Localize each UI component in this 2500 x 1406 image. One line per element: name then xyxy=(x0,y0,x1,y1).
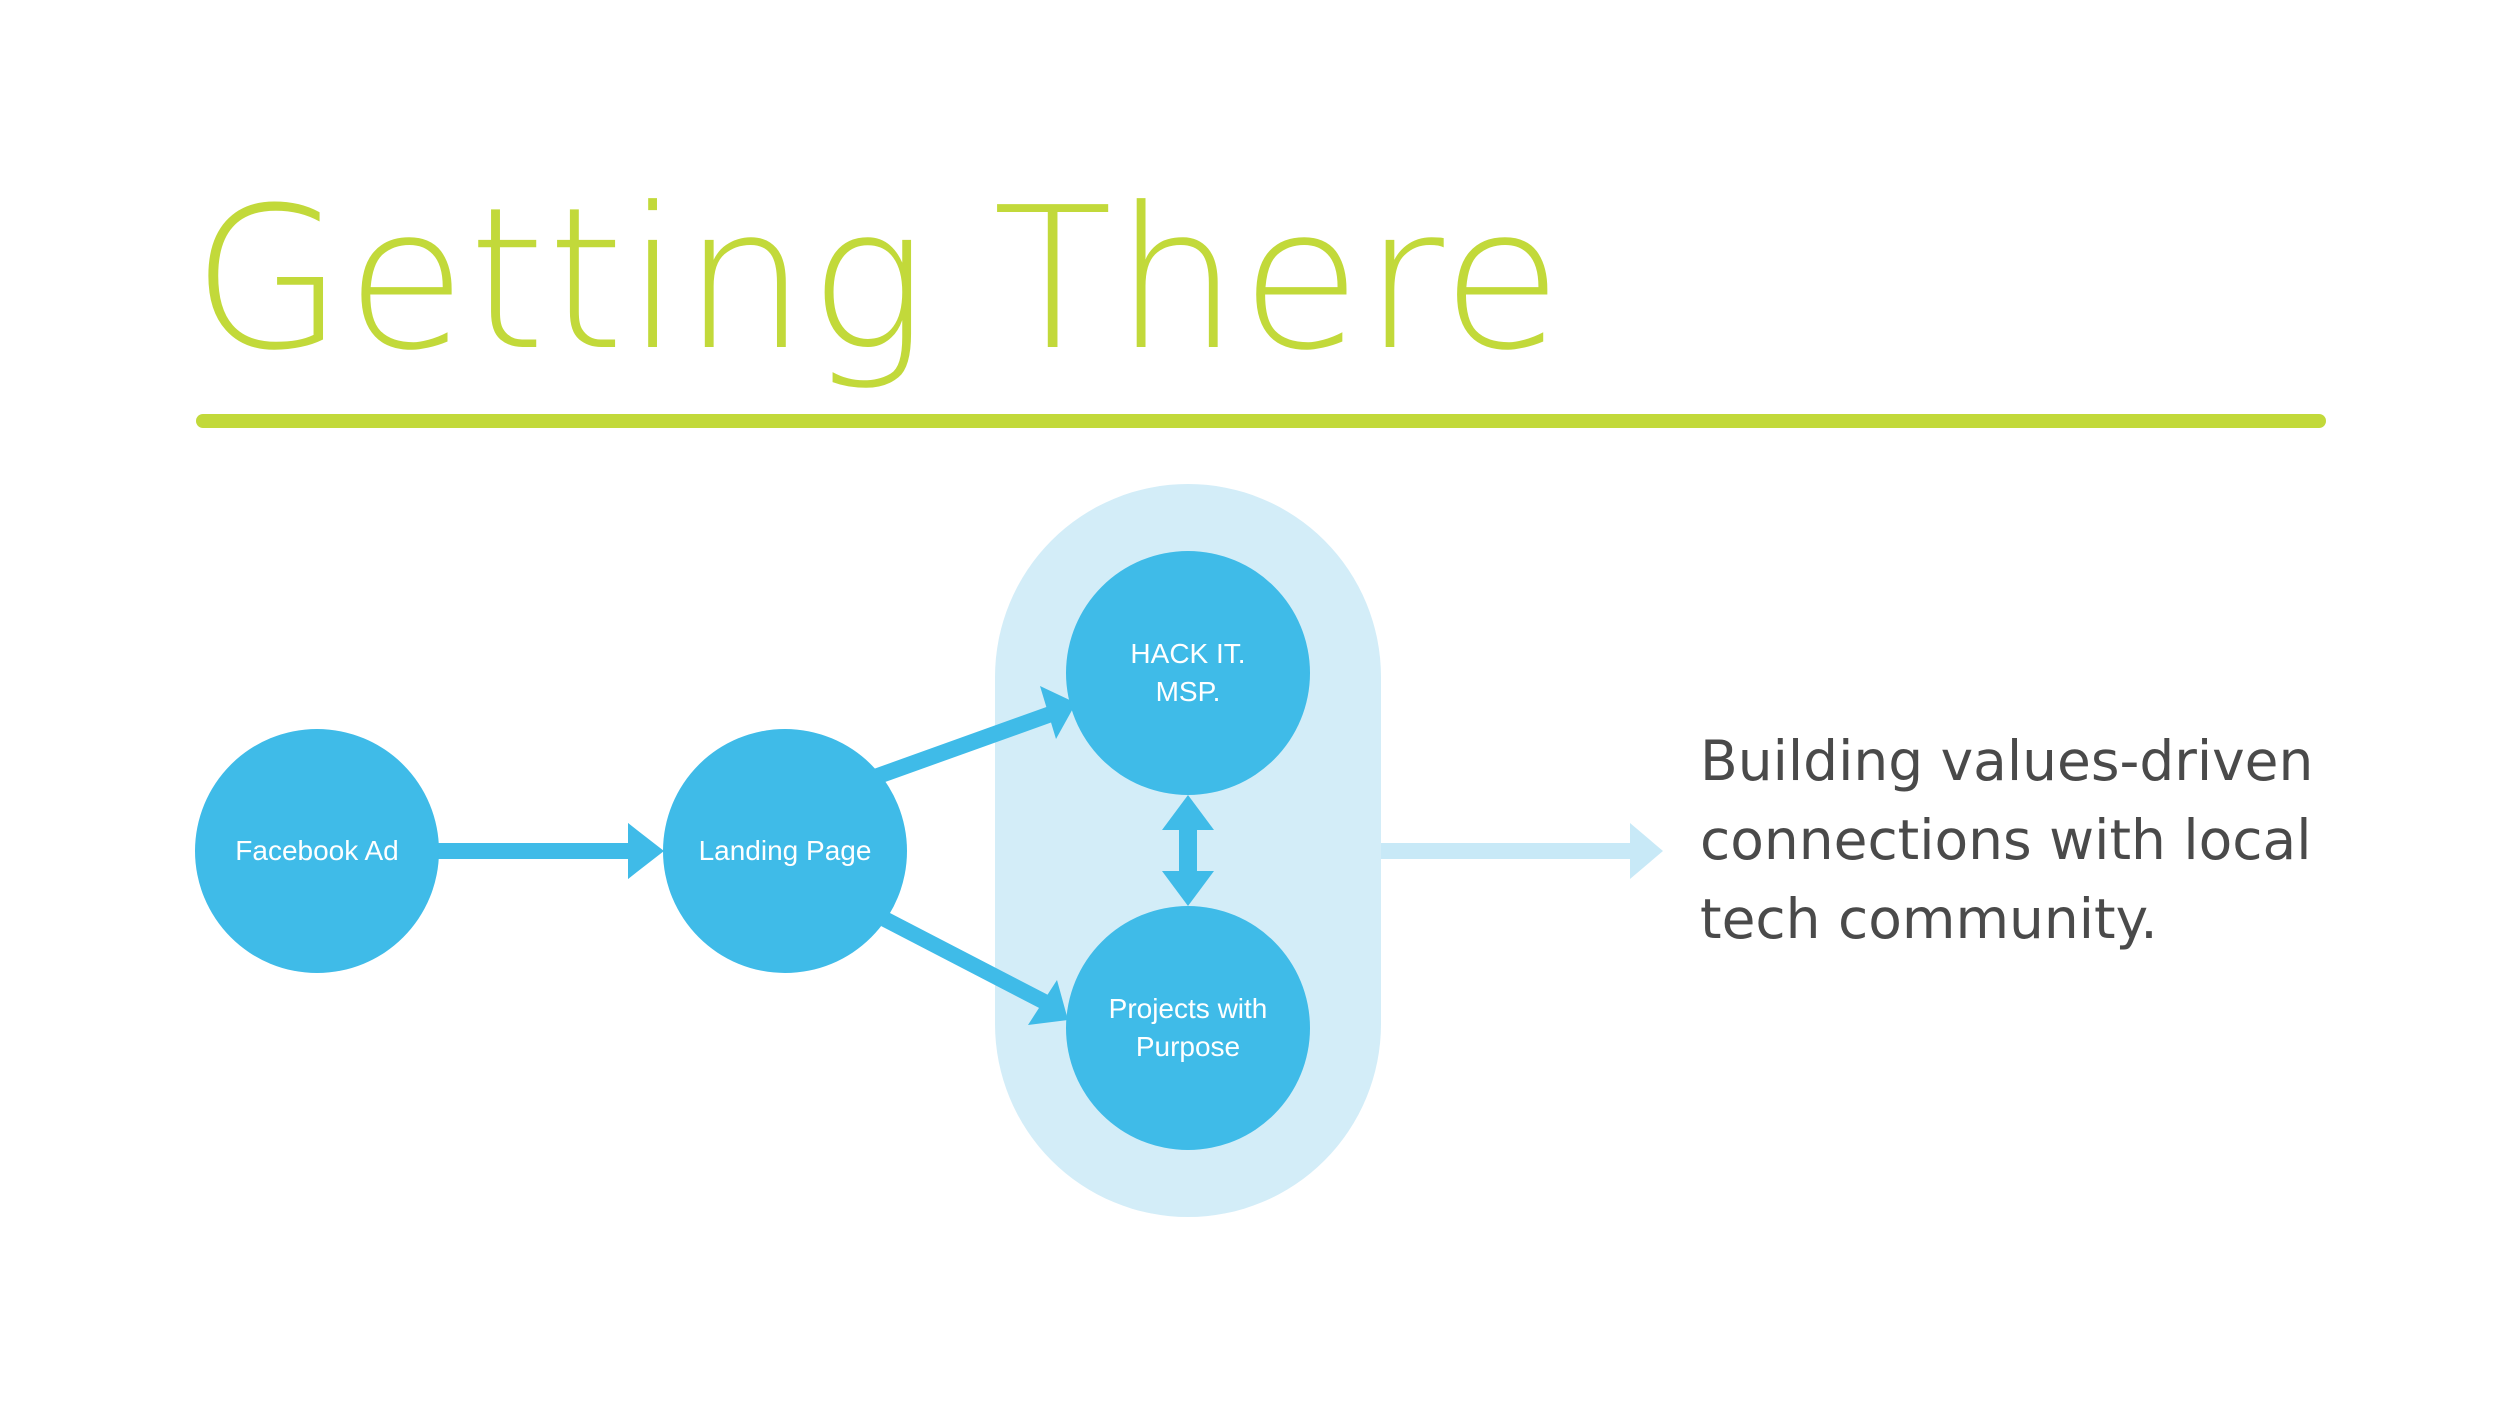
node-label: Facebook Ad xyxy=(235,835,399,866)
arrow-right-icon xyxy=(438,823,664,879)
node-hack-it-msp: HACK IT. MSP. xyxy=(1066,551,1310,795)
node-label-line: Projects with xyxy=(1108,993,1268,1024)
node-label: Projects with Purpose xyxy=(1079,990,1298,1066)
node-label: Landing Page xyxy=(698,835,872,866)
double-arrow-icon xyxy=(1162,795,1214,906)
arrow-right-icon xyxy=(868,686,1076,786)
slide-title: Getting There xyxy=(192,166,1565,394)
outcome-line: connections with local xyxy=(1700,808,2312,872)
node-projects-with-purpose: Projects with Purpose xyxy=(1066,906,1310,1150)
outcome-text: Building values-driven connections with … xyxy=(1700,722,2420,959)
node-facebook-ad: Facebook Ad xyxy=(195,729,439,973)
node-label-line: Purpose xyxy=(1135,1031,1241,1062)
node-label: HACK IT. MSP. xyxy=(1130,638,1246,707)
title-underline xyxy=(196,414,2326,428)
node-landing-page: Landing Page xyxy=(663,729,907,973)
arrow-right-icon xyxy=(1381,823,1663,879)
outcome-line: Building values-driven xyxy=(1700,729,2314,793)
arrow-right-icon xyxy=(881,912,1068,1025)
outcome-line: tech community. xyxy=(1700,887,2158,951)
